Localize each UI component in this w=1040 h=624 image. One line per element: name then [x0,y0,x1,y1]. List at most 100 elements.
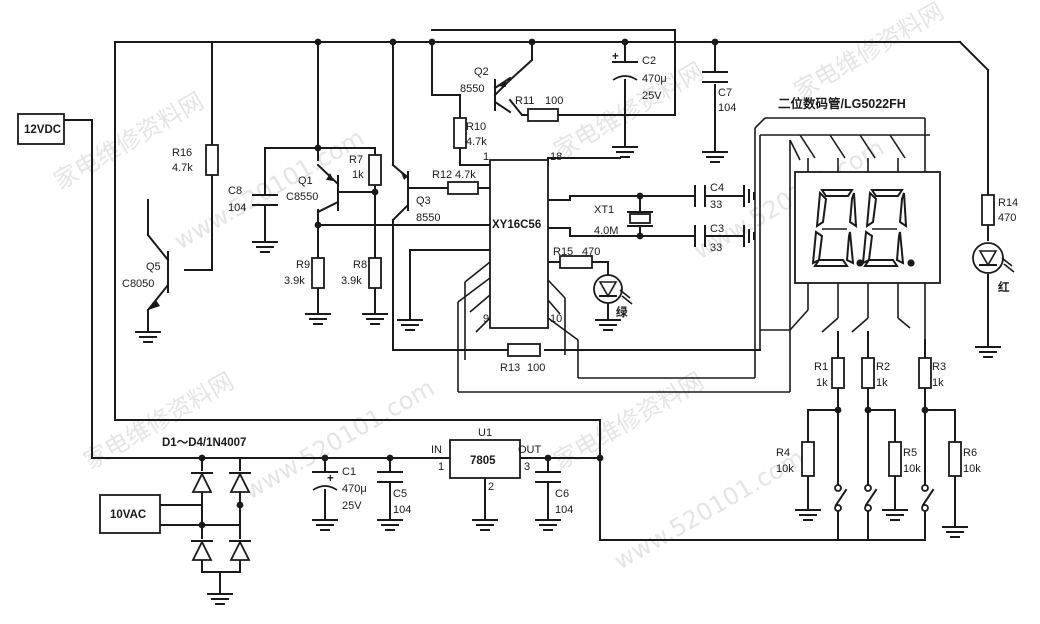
transistor-q5: Q5 C8050 [122,251,169,310]
resistor-value: 4.7k [455,169,476,181]
resistor-r1: R1 1k [814,357,845,389]
regulator-pin-gnd: 2 [488,481,494,493]
capacitor-value: 470μ [342,483,367,495]
crystal-xt1: XT1 4.0M [594,204,653,237]
resistor-value: 10k [903,463,921,475]
capacitor-ref: C3 [710,223,724,235]
resistor-ref: R8 [353,259,367,271]
resistor-ref: R6 [963,447,977,459]
regulator-u1: 7805 U1 IN OUT 1 2 3 [431,427,542,493]
ground-symbol [535,519,561,531]
capacitor-voltage: 25V [642,90,662,102]
resistor-value: 100 [527,362,545,374]
polarity-mark: + [327,473,334,485]
ground-symbol [362,313,388,325]
resistor-r10: R10 4.7k [453,117,487,149]
watermark-4: www.520101.com [239,374,439,506]
capacitor-c2: + C2 470μ 25V [612,51,667,102]
resistor-ref: R9 [296,259,310,271]
capacitor-value: 104 [228,202,246,214]
push-button-2[interactable] [864,484,878,512]
resistor-r14: R14 470 [981,194,1018,226]
ground-symbol [397,319,423,331]
resistor-value: 4.7k [172,162,193,174]
crystal-ref: XT1 [594,204,614,216]
wires [59,29,990,593]
diode-d2 [229,471,251,493]
capacitor-c3: C3 33 [694,223,731,254]
transistor-ref: Q2 [474,66,489,78]
resistor-value: 100 [545,95,563,107]
resistor-r5: R5 10k [888,441,921,477]
ground-symbol [312,519,338,531]
capacitor-ref: C2 [642,55,656,67]
ground-symbol [135,331,161,343]
resistor-r9: R9 3.9k [284,257,325,289]
resistor-ref: R11 [515,95,534,107]
push-button-3[interactable] [921,484,935,512]
capacitor-ref: C1 [342,466,356,478]
ground-symbol [377,519,403,531]
resistor-value: 10k [776,463,794,475]
ground-symbol [942,526,968,538]
led-green: 绿 [593,274,633,319]
resistor-value: 10k [963,463,981,475]
transistor-ref: Q5 [146,261,161,273]
transistors: Q5 C8050 Q1 C8550 Q3 8550 Q2 8550 [122,66,512,310]
resistor-ref: R12 [432,169,452,181]
regulator-part: 7805 [470,455,496,467]
resistor-r11: R11 100 [515,95,563,122]
bridge-label: D1～D4/1N4007 [162,437,246,449]
polarity-mark: + [612,51,619,63]
capacitor-value: 33 [710,199,722,211]
ground-symbol [472,519,498,531]
bridge-rectifier: D1～D4/1N4007 [162,437,251,561]
diode-d3 [191,539,213,561]
crystal-value: 4.0M [594,225,618,237]
transistor-part: 8550 [416,212,440,224]
led-red-color-label: 红 [998,280,1010,294]
ic-part-label: XY16C56 [492,219,541,231]
diode-d4 [229,539,251,561]
transistor-part: C8550 [286,191,318,203]
capacitor-ref: C8 [228,185,242,197]
resistor-ref: R2 [876,361,890,373]
transistor-q1: Q1 C8550 [286,163,340,214]
resistor-r12: R12 4.7k [432,169,479,195]
transistor-q3: Q3 8550 [400,170,440,224]
resistor-r2: R2 1k [861,357,890,389]
capacitor-c8: C8 104 [228,185,278,214]
capacitor-c4: C4 33 [694,182,731,211]
capacitor-c6: C6 104 [535,471,573,516]
resistor-r3: R3 1k [918,357,946,389]
dc-input-box: 12VDC [17,113,65,145]
ac-input-box: 10VAC [99,494,161,534]
push-button-1[interactable] [834,484,848,512]
resistor-ref: R1 [814,361,828,373]
resistor-value: 1k [932,377,944,389]
regulator-out-label: OUT [518,444,542,456]
resistors: R16 4.7k R7 1k R9 3.9k R8 3.9k R10 4.7k … [172,95,1018,477]
ground-symbol [743,225,755,247]
transistor-part: 8550 [460,83,484,95]
capacitors: C8 104 + C2 470μ 25V C7 104 C4 33 [228,51,736,516]
ic-pin-18: 18 [550,151,562,163]
transistor-ref: Q3 [416,195,431,207]
capacitor-value: 33 [710,242,722,254]
resistor-ref: R7 [349,154,363,166]
capacitor-c1: + C1 470μ 25V [312,466,367,512]
capacitor-ref: C5 [393,488,407,500]
resistor-ref: R10 [466,121,486,133]
display-lg5022fh: 二位数码管/LG5022FH 0. 0. [778,96,941,284]
ground-symbol [595,319,621,331]
resistor-r15: R15 470 [553,246,600,269]
capacitor-ref: C7 [718,87,732,99]
ground-symbol [975,346,1001,358]
capacitor-value: 104 [393,504,411,516]
resistor-value: 1k [816,377,828,389]
watermark-9: 家电维修资料网 [789,0,948,105]
push-buttons [834,484,935,512]
capacitor-voltage: 25V [342,500,362,512]
resistor-ref: R4 [776,447,790,459]
resistor-ref: R5 [903,447,917,459]
